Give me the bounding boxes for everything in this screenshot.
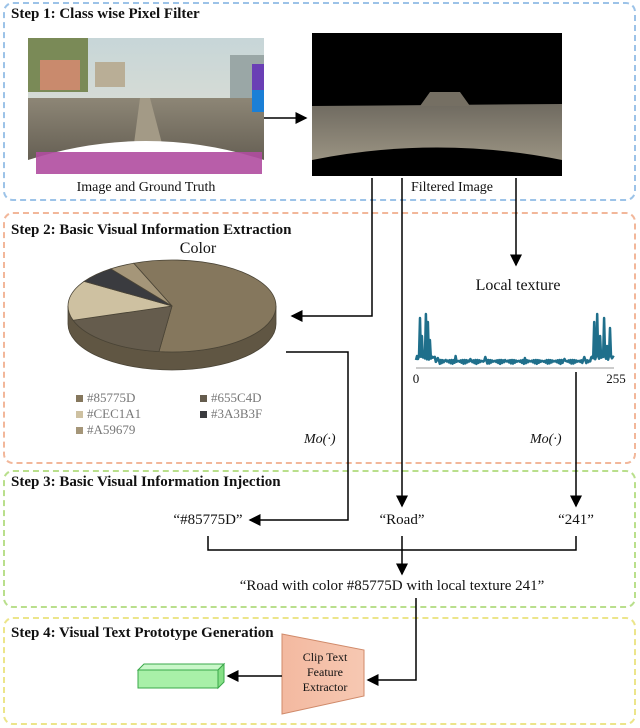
mo-label-texture: Mo(·) <box>530 432 562 447</box>
legend-item: #655C4D <box>200 390 262 406</box>
hist-max-label: 255 <box>606 371 626 386</box>
legend-item: #CEC1A1 <box>76 406 141 422</box>
texture-title: Local texture <box>475 277 561 294</box>
hist-min-label: 0 <box>412 371 420 386</box>
color-token: “#85775D” <box>173 512 243 528</box>
legend-swatch <box>200 394 207 402</box>
step1-title: Step 1: Class wise Pixel Filter <box>11 6 200 22</box>
pie-slice <box>109 262 173 307</box>
filtered-image <box>312 33 562 176</box>
mo-label-color: Mo(·) <box>304 432 336 447</box>
step4-title: Step 4: Visual Text Prototype Generation <box>11 625 274 641</box>
class-token: “Road” <box>379 512 425 528</box>
texture-token: “241” <box>558 512 594 528</box>
legend-swatch <box>76 410 83 418</box>
legend-item: #3A3B3F <box>200 406 262 422</box>
step2-title: Step 2: Basic Visual Information Extract… <box>11 222 292 238</box>
step4-box <box>3 617 636 725</box>
color-title: Color <box>179 240 217 257</box>
texture-histogram <box>414 312 615 369</box>
source-image <box>28 38 264 174</box>
clip-text-encoder <box>281 633 365 715</box>
pie-slice <box>67 280 173 321</box>
legend-swatch <box>200 410 207 418</box>
step1-box <box>3 2 636 201</box>
legend-swatch <box>76 426 83 434</box>
encoder-label: Clip Text Feature Extractor <box>302 650 348 694</box>
legend-swatch <box>76 394 83 402</box>
pie-slice <box>132 259 277 353</box>
color-pie-chart <box>67 259 277 371</box>
legend-item: #85775D <box>76 390 135 406</box>
step3-title: Step 3: Basic Visual Information Injecti… <box>11 474 281 490</box>
filtered-caption: Filtered Image <box>410 180 494 195</box>
prompt-sentence: “Road with color #85775D with local text… <box>239 578 545 594</box>
legend-item: #A59679 <box>76 422 135 438</box>
step3-box <box>3 470 636 608</box>
text-prototype-feature <box>136 662 226 690</box>
pie-slice <box>72 305 173 353</box>
step2-box <box>3 212 636 464</box>
image-caption: Image and Ground Truth <box>76 180 216 195</box>
